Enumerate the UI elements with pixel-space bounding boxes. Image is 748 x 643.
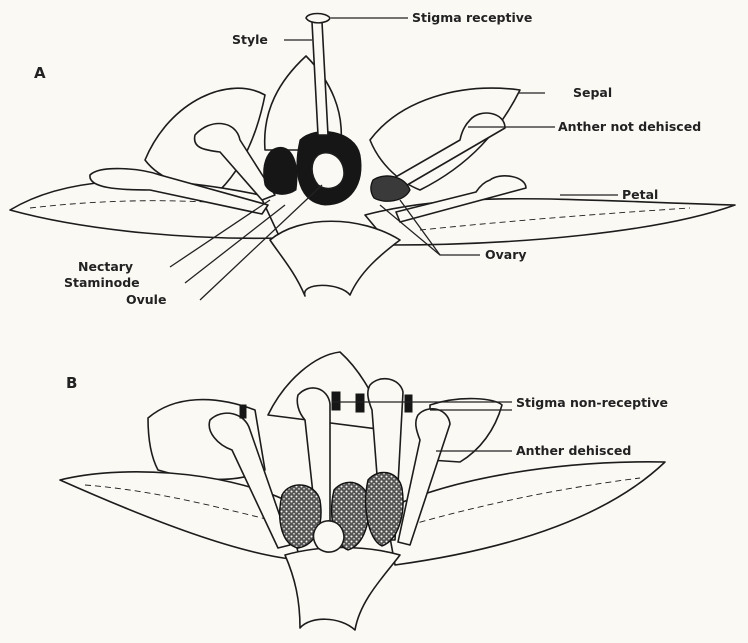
label-anther-not-dehisced: Anther not dehisced xyxy=(558,119,701,134)
nectary-a-left xyxy=(264,147,297,194)
receptacle-a xyxy=(270,221,400,296)
stigma-b-2 xyxy=(332,392,340,410)
label-petal: Petal xyxy=(622,187,658,202)
label-sepal: Sepal xyxy=(573,85,612,100)
panel-b-letter: B xyxy=(66,374,77,392)
ovule-b xyxy=(314,521,345,552)
stigma-a xyxy=(306,14,330,23)
label-stigma-receptive: Stigma receptive xyxy=(412,10,532,25)
receptacle-b xyxy=(285,548,400,631)
label-stigma-non-receptive: Stigma non-receptive xyxy=(516,395,668,410)
stigma-b-4 xyxy=(405,395,412,412)
panel-b: B xyxy=(60,352,668,630)
label-ovule: Ovule xyxy=(126,292,166,307)
stigma-b-3 xyxy=(356,394,364,412)
panel-a: A xyxy=(10,10,735,307)
stigma-b-1 xyxy=(240,405,246,418)
sepal-a-right xyxy=(370,88,520,190)
label-nectary: Nectary xyxy=(78,259,133,274)
label-style: Style xyxy=(232,32,268,47)
label-anther-dehisced: Anther dehisced xyxy=(516,443,631,458)
ovule-a xyxy=(312,153,344,189)
flower-b-drawing xyxy=(60,352,665,630)
label-ovary: Ovary xyxy=(485,247,527,262)
panel-a-letter: A xyxy=(34,64,46,82)
label-staminode: Staminode xyxy=(64,275,140,290)
flower-a-drawing xyxy=(10,14,735,297)
